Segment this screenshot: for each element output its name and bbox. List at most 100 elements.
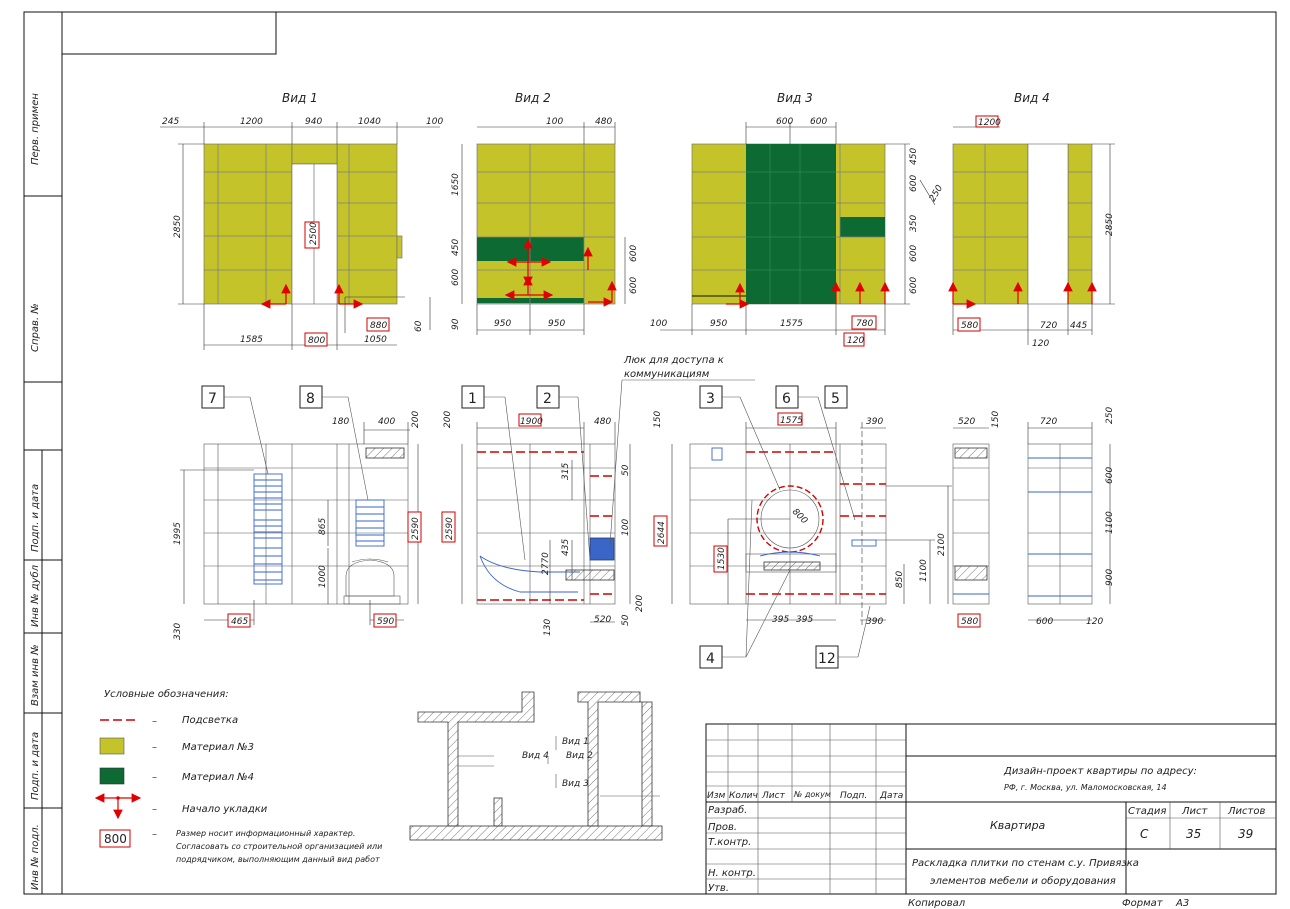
legend-swatch-material4 — [99, 767, 125, 785]
v4-dim-top: 1200 — [978, 118, 1001, 128]
legend-dash-5: – — [152, 829, 157, 840]
tb-col-izm: Изм — [707, 791, 726, 801]
e1-dim-1995: 1995 — [173, 522, 183, 545]
e2-dim-100: 100 — [621, 519, 631, 536]
e1-dim-400: 400 — [378, 417, 395, 427]
tb-role-razrab: Разраб. — [708, 804, 747, 816]
v2-dim-bottom-1: 950 — [548, 319, 565, 329]
v4-dim-bottom-0: 580 — [961, 321, 978, 331]
v4-start-markers — [948, 281, 1097, 309]
v3-dim-bottom-4: 120 — [847, 336, 864, 346]
stamp-podp-data-2: Подп. и дата — [30, 732, 41, 800]
stamp-vzam-inv: Взам инв № — [30, 644, 41, 706]
callout-3: 3 — [706, 391, 715, 407]
tb-sheets: 39 — [1238, 827, 1253, 841]
tb-col-data: Дата — [879, 791, 903, 801]
e2-dim-50a: 50 — [621, 464, 631, 476]
v3-dim-top-1: 600 — [810, 117, 827, 127]
v3-dim-top-0: 600 — [776, 117, 793, 127]
stamp-perv-primen: Перв. примен — [30, 93, 41, 165]
e2-dim-315: 315 — [561, 463, 571, 480]
legend-dash-3: – — [152, 772, 157, 783]
elevation-2: 200 1900 480 2590 315 50 100 435 2770 13… — [441, 355, 755, 636]
v1-dim-bottom-0: 1585 — [240, 335, 263, 345]
e3-dim-1100: 1100 — [919, 559, 929, 582]
plan-label-view-1: Вид 1 — [562, 737, 589, 747]
tb-drawing-title-1: Раскладка плитки по стенам с.у. Привязка — [912, 858, 1139, 869]
v2-dim-top-0: 100 — [546, 117, 563, 127]
tb-format: А3 — [1175, 898, 1189, 909]
v2-dim-left-3: 90 — [451, 318, 461, 330]
v4-dim-bottom-1: 720 — [1040, 321, 1057, 331]
e2-dim-520: 520 — [594, 615, 611, 625]
view-4-title: Вид 4 — [1014, 91, 1050, 105]
tb-col-kolich: Колич — [729, 791, 758, 801]
e4-dim-600: 600 — [1105, 467, 1115, 484]
hatch-note-line-2: коммуникациям — [624, 369, 710, 380]
e1-dim-200: 200 — [411, 411, 421, 428]
title-block: Изм Колич Лист № докум Подп. Дата Разраб… — [705, 723, 1277, 909]
legend-item-material4: Материал №4 — [182, 772, 254, 783]
v1-door-width: 880 — [370, 321, 387, 331]
bathtub-icon — [479, 555, 580, 593]
v1-dim-left: 2850 — [173, 215, 183, 238]
v4-dim-bottom-2: 445 — [1070, 321, 1087, 331]
e3-dim-1575: 1575 — [780, 416, 803, 426]
e2-dim-480: 480 — [594, 417, 611, 427]
v3-dim-bottom-0: 100 — [650, 319, 667, 329]
view-2: Вид 2 100 480 1650 450 600 90 600 600 95… — [451, 91, 639, 335]
tb-project-line-1: Дизайн-проект квартиры по адресу: — [1003, 766, 1197, 777]
v1-door-height: 2500 — [309, 222, 319, 245]
sheet-frame: Перв. примен Справ. № Подп. и дата Инв №… — [23, 11, 1277, 895]
e3-dim-395b: 395 — [796, 615, 813, 625]
e4-dim-720: 720 — [1040, 417, 1057, 427]
callout-12: 12 — [818, 651, 836, 667]
v2-dim-right-1: 600 — [629, 277, 639, 294]
washbasin-icon — [745, 551, 837, 573]
view-4: Вид 4 1200 2850 580 720 445 120 — [948, 91, 1115, 349]
tb-drawing-title-2: элементов мебели и оборудования — [930, 875, 1116, 887]
legend: Условные обозначения: 800 – – – – – Подс… — [94, 688, 382, 864]
tb-copied: Копировал — [908, 898, 966, 909]
callout-8: 8 — [306, 391, 315, 407]
elevation-3: 150 1575 390 2644 1530 800 2100 1100 850… — [653, 385, 952, 669]
e2-dim-200b: 200 — [635, 595, 645, 612]
v3-dim-bottom-3: 780 — [856, 319, 873, 329]
e1-dim-2590: 2590 — [411, 517, 421, 540]
tb-role-prov: Пров. — [708, 822, 737, 833]
e3-dim-2100: 2100 — [937, 533, 947, 556]
stamp-inv-podl: Инв № подл. — [30, 824, 41, 890]
callout-5: 5 — [831, 391, 840, 407]
tb-stage-label: Стадия — [1128, 806, 1166, 817]
e2-dim-435: 435 — [561, 539, 571, 556]
legend-item-material3: Материал №3 — [182, 742, 254, 753]
tb-col-dokum: № докум — [793, 790, 831, 799]
tb-role-utv: Утв. — [708, 883, 729, 894]
tb-object: Квартира — [990, 819, 1046, 832]
e4-dim-600b: 600 — [1036, 617, 1053, 627]
v1-step-height: 60 — [414, 320, 424, 332]
v3-dim-right-3: 600 — [909, 245, 919, 262]
hatch-note-line-1: Люк для доступа к — [623, 355, 724, 366]
v4-dim-right: 2850 — [1105, 213, 1115, 236]
e4-dim-900: 900 — [1105, 569, 1115, 586]
plan-label-view-3: Вид 3 — [562, 779, 589, 789]
tb-sheet: 35 — [1186, 827, 1201, 841]
e2-dim-50b: 50 — [621, 614, 631, 626]
e3-dim-2644: 2644 — [657, 521, 667, 544]
legend-dash-2: – — [152, 742, 157, 753]
v2-dim-right-0: 600 — [629, 245, 639, 262]
legend-swatch-start — [94, 793, 142, 820]
legend-item-lighting: Подсветка — [182, 715, 238, 726]
e2-dim-2590: 2590 — [445, 517, 455, 540]
legend-dash-4: – — [152, 804, 157, 815]
e1-dim-865: 865 — [318, 518, 328, 535]
view-1: Вид 1 245 1200 940 — [160, 91, 443, 350]
callout-1: 1 — [468, 391, 477, 407]
plan-label-view-2: Вид 2 — [566, 751, 593, 761]
v3-dim-right-4: 600 — [909, 277, 919, 294]
e2-dim-200: 200 — [443, 411, 453, 428]
v2-dim-top-1: 480 — [595, 117, 612, 127]
v3-dim-right-1: 600 — [909, 175, 919, 192]
stamp-inv-dubl: Инв № дубл — [29, 564, 41, 627]
